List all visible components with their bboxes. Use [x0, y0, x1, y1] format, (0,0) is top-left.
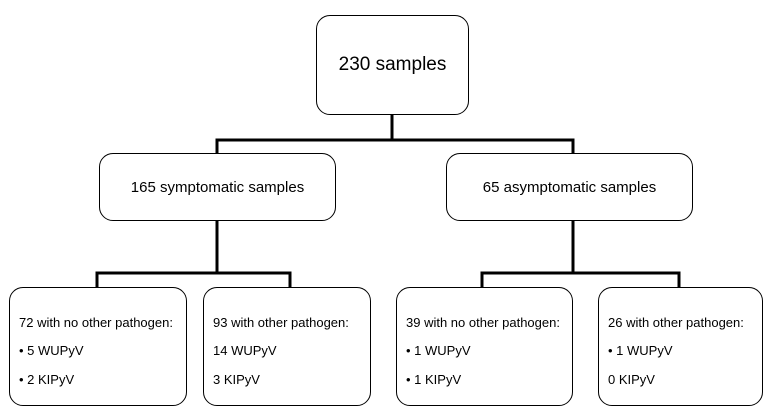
leaf-item-kipyv: • 2 KIPyV	[19, 372, 75, 387]
leaf-heading: 39 with no other pathogen:	[406, 315, 560, 330]
root-label: 230 samples	[338, 54, 447, 75]
asymptomatic-label: 65 asymptomatic samples	[482, 178, 657, 196]
symptomatic-node: 165 symptomatic samples	[99, 153, 336, 221]
leaf-item-kipyv: 0 KIPyV	[608, 372, 655, 387]
symptomatic-label: 165 symptomatic samples	[130, 178, 305, 196]
leaf-item-wupyv: • 1 WUPyV	[406, 343, 471, 358]
symptomatic-other-pathogen-node: 93 with other pathogen: 14 WUPyV 3 KIPyV	[203, 287, 371, 406]
leaf-heading: 26 with other pathogen:	[608, 315, 744, 330]
leaf-item-kipyv: 3 KIPyV	[213, 372, 260, 387]
root-node: 230 samples	[316, 15, 469, 115]
leaf-item-wupyv: • 5 WUPyV	[19, 343, 84, 358]
asymptomatic-node: 65 asymptomatic samples	[446, 153, 693, 221]
symptomatic-no-other-pathogen-node: 72 with no other pathogen: • 5 WUPyV • 2…	[9, 287, 187, 406]
leaf-heading: 72 with no other pathogen:	[19, 315, 173, 330]
leaf-item-wupyv: 14 WUPyV	[213, 343, 277, 358]
leaf-item-kipyv: • 1 KIPyV	[406, 372, 462, 387]
leaf-heading: 93 with other pathogen:	[213, 315, 349, 330]
leaf-item-wupyv: • 1 WUPyV	[608, 343, 673, 358]
asymptomatic-no-other-pathogen-node: 39 with no other pathogen: • 1 WUPyV • 1…	[396, 287, 573, 406]
asymptomatic-other-pathogen-node: 26 with other pathogen: • 1 WUPyV 0 KIPy…	[598, 287, 763, 406]
